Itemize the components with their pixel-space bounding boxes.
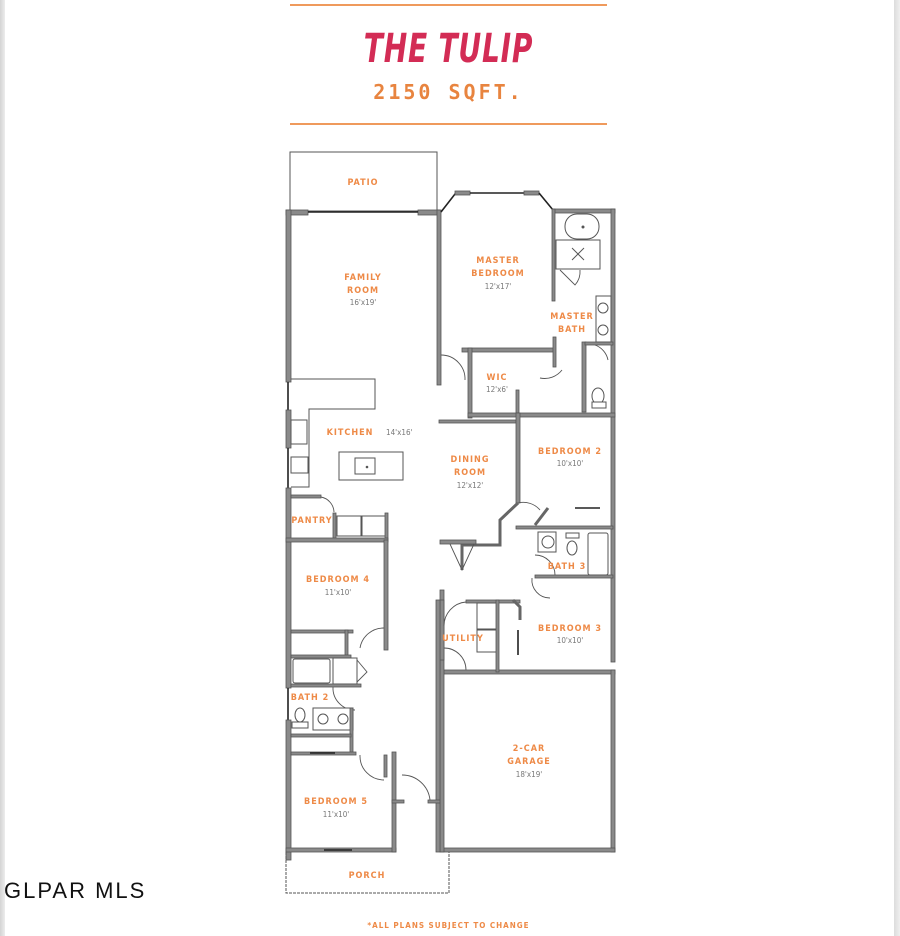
dim-kitchen: 14'x16': [386, 428, 413, 437]
label-family-room-2: ROOM: [347, 286, 379, 296]
bath-3-fixtures: [531, 531, 614, 599]
disclaimer-text: *ALL PLANS SUBJECT TO CHANGE: [367, 921, 530, 930]
dim-dining-room: 12'x12': [457, 481, 484, 490]
kitchen-fixtures: [290, 378, 404, 537]
label-porch: PORCH: [349, 871, 386, 881]
patio: [289, 151, 438, 212]
dim-garage: 18'x19': [516, 770, 543, 779]
room-labels: PATIO FAMILY ROOM 16'x19' MASTER BEDROOM…: [291, 178, 602, 881]
label-master-bath-2: BATH: [558, 325, 586, 335]
label-dining-room-2: ROOM: [454, 468, 486, 478]
label-master-bedroom: MASTER: [476, 256, 519, 266]
dim-family-room: 16'x19': [350, 298, 377, 307]
master-suite-walls: [440, 208, 616, 419]
label-bedroom-2: BEDROOM 2: [538, 447, 602, 457]
dim-bedroom-3: 10'x10': [557, 636, 584, 645]
dim-bedroom-5: 11'x10': [323, 810, 350, 819]
label-master-bedroom-2: BEDROOM: [471, 269, 525, 279]
label-dining-room: DINING: [451, 455, 490, 465]
label-garage-2: GARAGE: [507, 757, 551, 767]
dim-bedroom-2: 10'x10': [557, 459, 584, 468]
west-wing-walls: [290, 539, 441, 853]
dim-master-bedroom: 12'x17': [485, 282, 512, 291]
dim-bedroom-4: 11'x10': [325, 588, 352, 597]
label-patio: PATIO: [347, 178, 378, 188]
center-walls: [438, 412, 614, 572]
utility-bedroom3-walls: [439, 598, 522, 673]
label-kitchen: KITCHEN: [327, 428, 374, 438]
label-bath-2: BATH 2: [291, 693, 330, 703]
label-master-bath: MASTER: [550, 312, 593, 322]
label-utility: UTILITY: [442, 634, 484, 644]
page-edge-left: [0, 0, 5, 936]
page-edge-right: [894, 0, 900, 936]
label-bedroom-4: BEDROOM 4: [306, 575, 370, 585]
label-pantry: PANTRY: [291, 516, 332, 526]
label-bedroom-3: BEDROOM 3: [538, 624, 602, 634]
top-divider: [290, 4, 607, 6]
header-divider: [290, 123, 607, 125]
label-family-room: FAMILY: [344, 273, 381, 283]
label-wic: WIC: [487, 373, 508, 383]
porch: [285, 852, 450, 894]
mls-watermark: GLPAR MLS: [4, 878, 147, 903]
label-bath-3: BATH 3: [548, 562, 587, 572]
dim-wic: 12'x6': [486, 385, 508, 394]
plan-title: THE TULIP: [363, 26, 534, 72]
label-bedroom-5: BEDROOM 5: [304, 797, 368, 807]
label-garage: 2-CAR: [513, 744, 545, 754]
plan-square-footage: 2150 SQFT.: [373, 80, 524, 104]
